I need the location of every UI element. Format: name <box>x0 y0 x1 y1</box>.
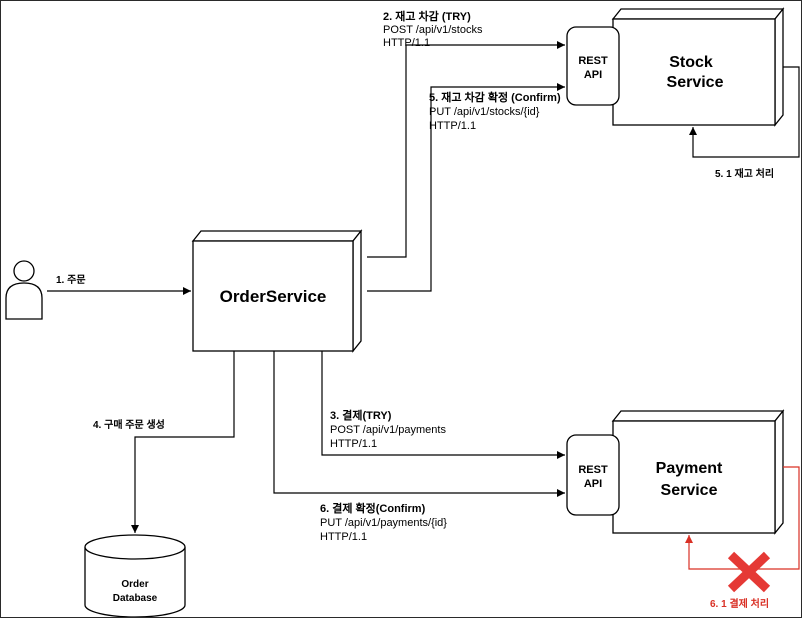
order-service-node[interactable] <box>191 229 363 353</box>
edge-payment-confirm-endpoint: PUT /api/v1/payments/{id} <box>320 517 447 529</box>
stock-service-node[interactable] <box>611 7 785 127</box>
edge-stock-process-label: 5. 1 재고 처리 <box>715 167 774 180</box>
edge-stock-try <box>367 41 565 258</box>
payment-service-label-line2: Service <box>661 482 718 499</box>
edge-order-label: 1. 주문 <box>56 274 86 286</box>
stock-rest-api-line1: REST <box>578 55 608 67</box>
payment-service-label-line1: Payment <box>656 460 723 477</box>
edge-stock-confirm-endpoint: PUT /api/v1/stocks/{id} <box>429 106 540 118</box>
user-icon <box>5 260 43 320</box>
edge-payment-confirm <box>273 351 565 497</box>
payment-rest-api[interactable] <box>566 434 620 516</box>
edge-payment-process <box>685 466 800 570</box>
stock-rest-api-line2: API <box>584 69 602 81</box>
edge-create-order <box>131 351 235 533</box>
edge-stock-confirm <box>367 83 565 292</box>
edge-payment-try-endpoint: POST /api/v1/payments <box>330 424 446 436</box>
edge-payment-confirm-title: 6. 결제 확정(Confirm) <box>320 501 426 515</box>
edge-payment-confirm-protocol: HTTP/1.1 <box>320 531 367 543</box>
edge-payment-try-protocol: HTTP/1.1 <box>330 438 377 450</box>
edge-stock-process <box>689 66 800 158</box>
database-label-line2: Database <box>113 593 158 604</box>
payment-rest-api-line1: REST <box>578 464 608 476</box>
edge-payment-try <box>321 351 565 459</box>
edge-create-order-label: 4. 구매 주문 생성 <box>93 418 165 431</box>
payment-service-node[interactable] <box>611 409 785 535</box>
order-service-label: OrderService <box>220 287 327 306</box>
edge-stock-confirm-title: 5. 재고 차감 확정 (Confirm) <box>429 90 561 104</box>
edge-stock-try-title: 2. 재고 차감 (TRY) <box>383 9 471 23</box>
stock-service-label-line1: Stock <box>669 54 713 71</box>
payment-rest-api-line2: API <box>584 478 602 490</box>
edge-stock-try-endpoint: POST /api/v1/stocks <box>383 24 483 36</box>
edge-payment-try-title: 3. 결제(TRY) <box>330 408 392 422</box>
x-mark-icon <box>727 551 771 593</box>
edge-payment-process-label: 6. 1 결제 처리 <box>710 597 769 610</box>
edge-stock-confirm-protocol: HTTP/1.1 <box>429 120 476 132</box>
edge-stock-try-protocol: HTTP/1.1 <box>383 37 430 49</box>
stock-service-label-line2: Service <box>667 74 724 91</box>
order-database[interactable] <box>84 534 186 617</box>
stock-rest-api[interactable] <box>566 26 620 106</box>
database-label-line1: Order <box>121 579 148 590</box>
